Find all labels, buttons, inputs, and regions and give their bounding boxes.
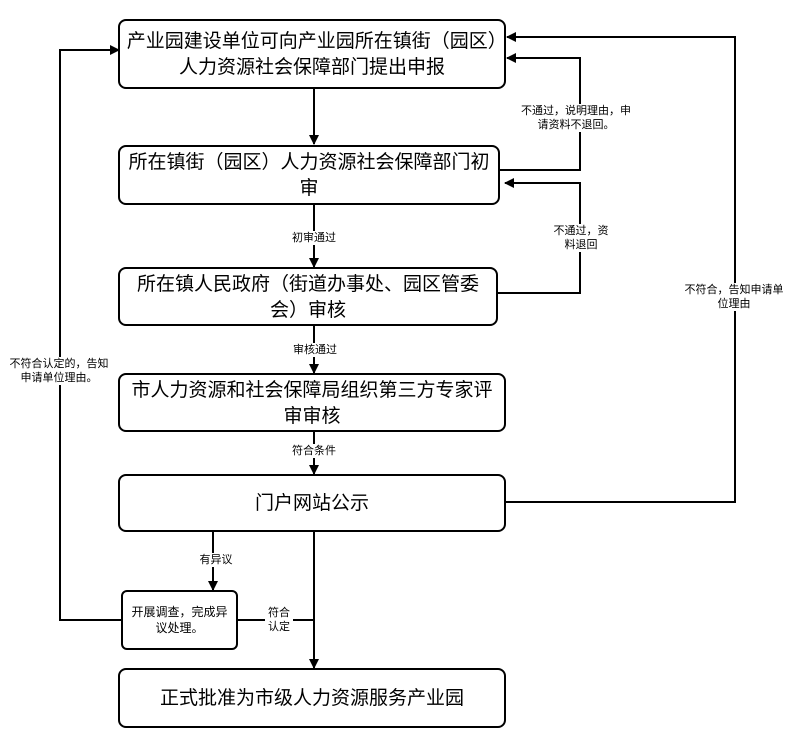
node-apply: 产业园建设单位可向产业园所在镇街（园区）人力资源社会保障部门提出申报 [118, 19, 506, 89]
node-approve: 正式批准为市级人力资源服务产业园 [118, 668, 506, 728]
arrow-investigate-to-apply [59, 45, 122, 621]
label-not-meet-publicity: 不符合，告知申请单位理由 [680, 283, 788, 311]
label-pass-first: 初审通过 [286, 231, 342, 245]
label-not-meet-confirm: 不符合认定的，告知申请单位理由。 [5, 357, 113, 385]
label-confirmed: 符合认定 [265, 606, 293, 634]
node-expert-review: 市人力资源和社会保障局组织第三方专家评审审核 [118, 373, 506, 432]
node-first-review: 所在镇街（园区）人力资源社会保障部门初审 [118, 145, 500, 205]
node-gov-review: 所在镇人民政府（街道办事处、园区管委会）审核 [118, 267, 498, 326]
arrow-publicity-reject [505, 32, 736, 503]
node-investigate: 开展调查，完成异议处理。 [121, 590, 238, 650]
label-reject-gov: 不通过，资料退回 [552, 224, 610, 252]
label-pass-gov: 审核通过 [287, 343, 343, 357]
label-reject-first: 不通过，说明理由，申请资料不退回。 [520, 104, 632, 132]
label-meets: 符合条件 [286, 444, 342, 458]
node-publicity: 门户网站公示 [118, 474, 506, 532]
label-objection: 有异议 [194, 553, 238, 567]
